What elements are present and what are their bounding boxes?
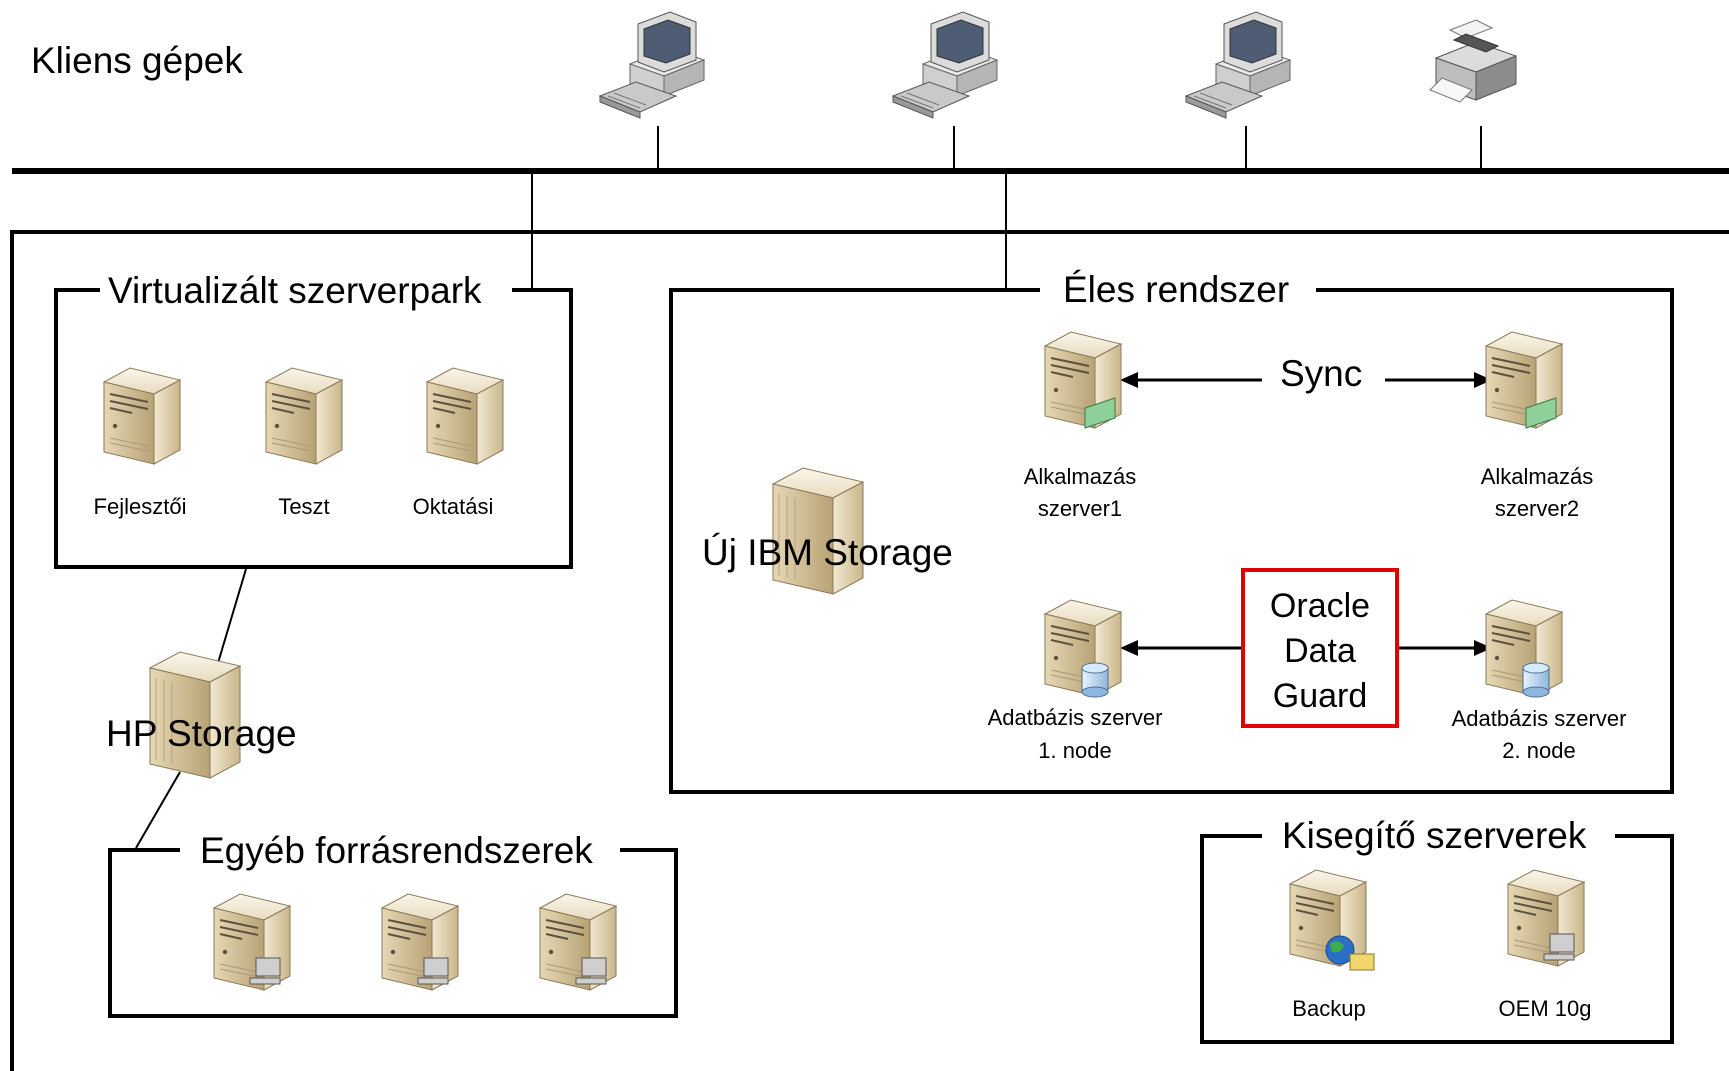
- server-label-oktatasi: Oktatási: [413, 494, 494, 519]
- aux-group-box: [1200, 834, 1674, 1044]
- virtual-group-box: [54, 288, 573, 569]
- live-group-box: [669, 288, 1674, 794]
- database-icon: [1081, 662, 1109, 698]
- db-server2-label-line1: Adatbázis szerver: [1452, 706, 1627, 731]
- workstation-badge-icon: [249, 957, 607, 985]
- live-group-title: Éles rendszer: [1063, 269, 1289, 310]
- printer-icon: [1429, 19, 1517, 103]
- server-label-fejlesztoi: Fejlesztői: [94, 494, 187, 519]
- db-server1-label-line1: Adatbázis szerver: [988, 705, 1163, 730]
- ibm-storage-label: Új IBM Storage: [702, 532, 953, 573]
- network-card-icon: [1525, 397, 1557, 429]
- hp-link-top: [217, 568, 247, 664]
- dataguard-label-line3: Guard: [1273, 677, 1368, 715]
- hp-storage-label: HP Storage: [106, 713, 297, 754]
- app-server2-label-line2: szerver2: [1495, 496, 1579, 521]
- page-title: Kliens gépek: [31, 40, 243, 81]
- globe-icon: [1325, 935, 1375, 971]
- app-server1-label-line2: szerver1: [1038, 496, 1122, 521]
- app-server2-label-line1: Alkalmazás: [1481, 464, 1593, 489]
- dataguard-box: [1241, 568, 1399, 728]
- database-icon: [1522, 662, 1550, 698]
- server-icon: [103, 367, 181, 465]
- virtual-group-title: Virtualizált szerverpark: [108, 270, 482, 311]
- aux-group-title: Kisegítő szerverek: [1282, 815, 1587, 856]
- workstation-badge-icon: [1543, 933, 1575, 961]
- network-card-icon: [1084, 397, 1116, 429]
- ibm-storage-icon: [772, 467, 864, 595]
- app-server1-label-line1: Alkalmazás: [1024, 464, 1136, 489]
- server-label-backup: Backup: [1292, 996, 1365, 1021]
- other-group-box: [108, 848, 678, 1018]
- server-room-border: [10, 230, 1729, 1071]
- desktop-computer-icon: [1185, 11, 1291, 119]
- dataguard-label-line1: Oracle: [1270, 587, 1370, 625]
- desktop-computer-icon: [599, 11, 705, 119]
- server-label-oem: OEM 10g: [1499, 996, 1592, 1021]
- hp-link-bottom: [135, 771, 181, 849]
- db-server2-label-line2: 2. node: [1502, 738, 1575, 763]
- server-label-teszt: Teszt: [278, 494, 329, 519]
- sync-label: Sync: [1280, 353, 1362, 394]
- dataguard-label-line2: Data: [1284, 632, 1356, 670]
- db-server1-label-line2: 1. node: [1038, 738, 1111, 763]
- server-icon: [426, 367, 504, 465]
- server-icon: [265, 367, 343, 465]
- other-group-title: Egyéb forrásrendszerek: [200, 830, 593, 871]
- desktop-computer-icon: [892, 11, 998, 119]
